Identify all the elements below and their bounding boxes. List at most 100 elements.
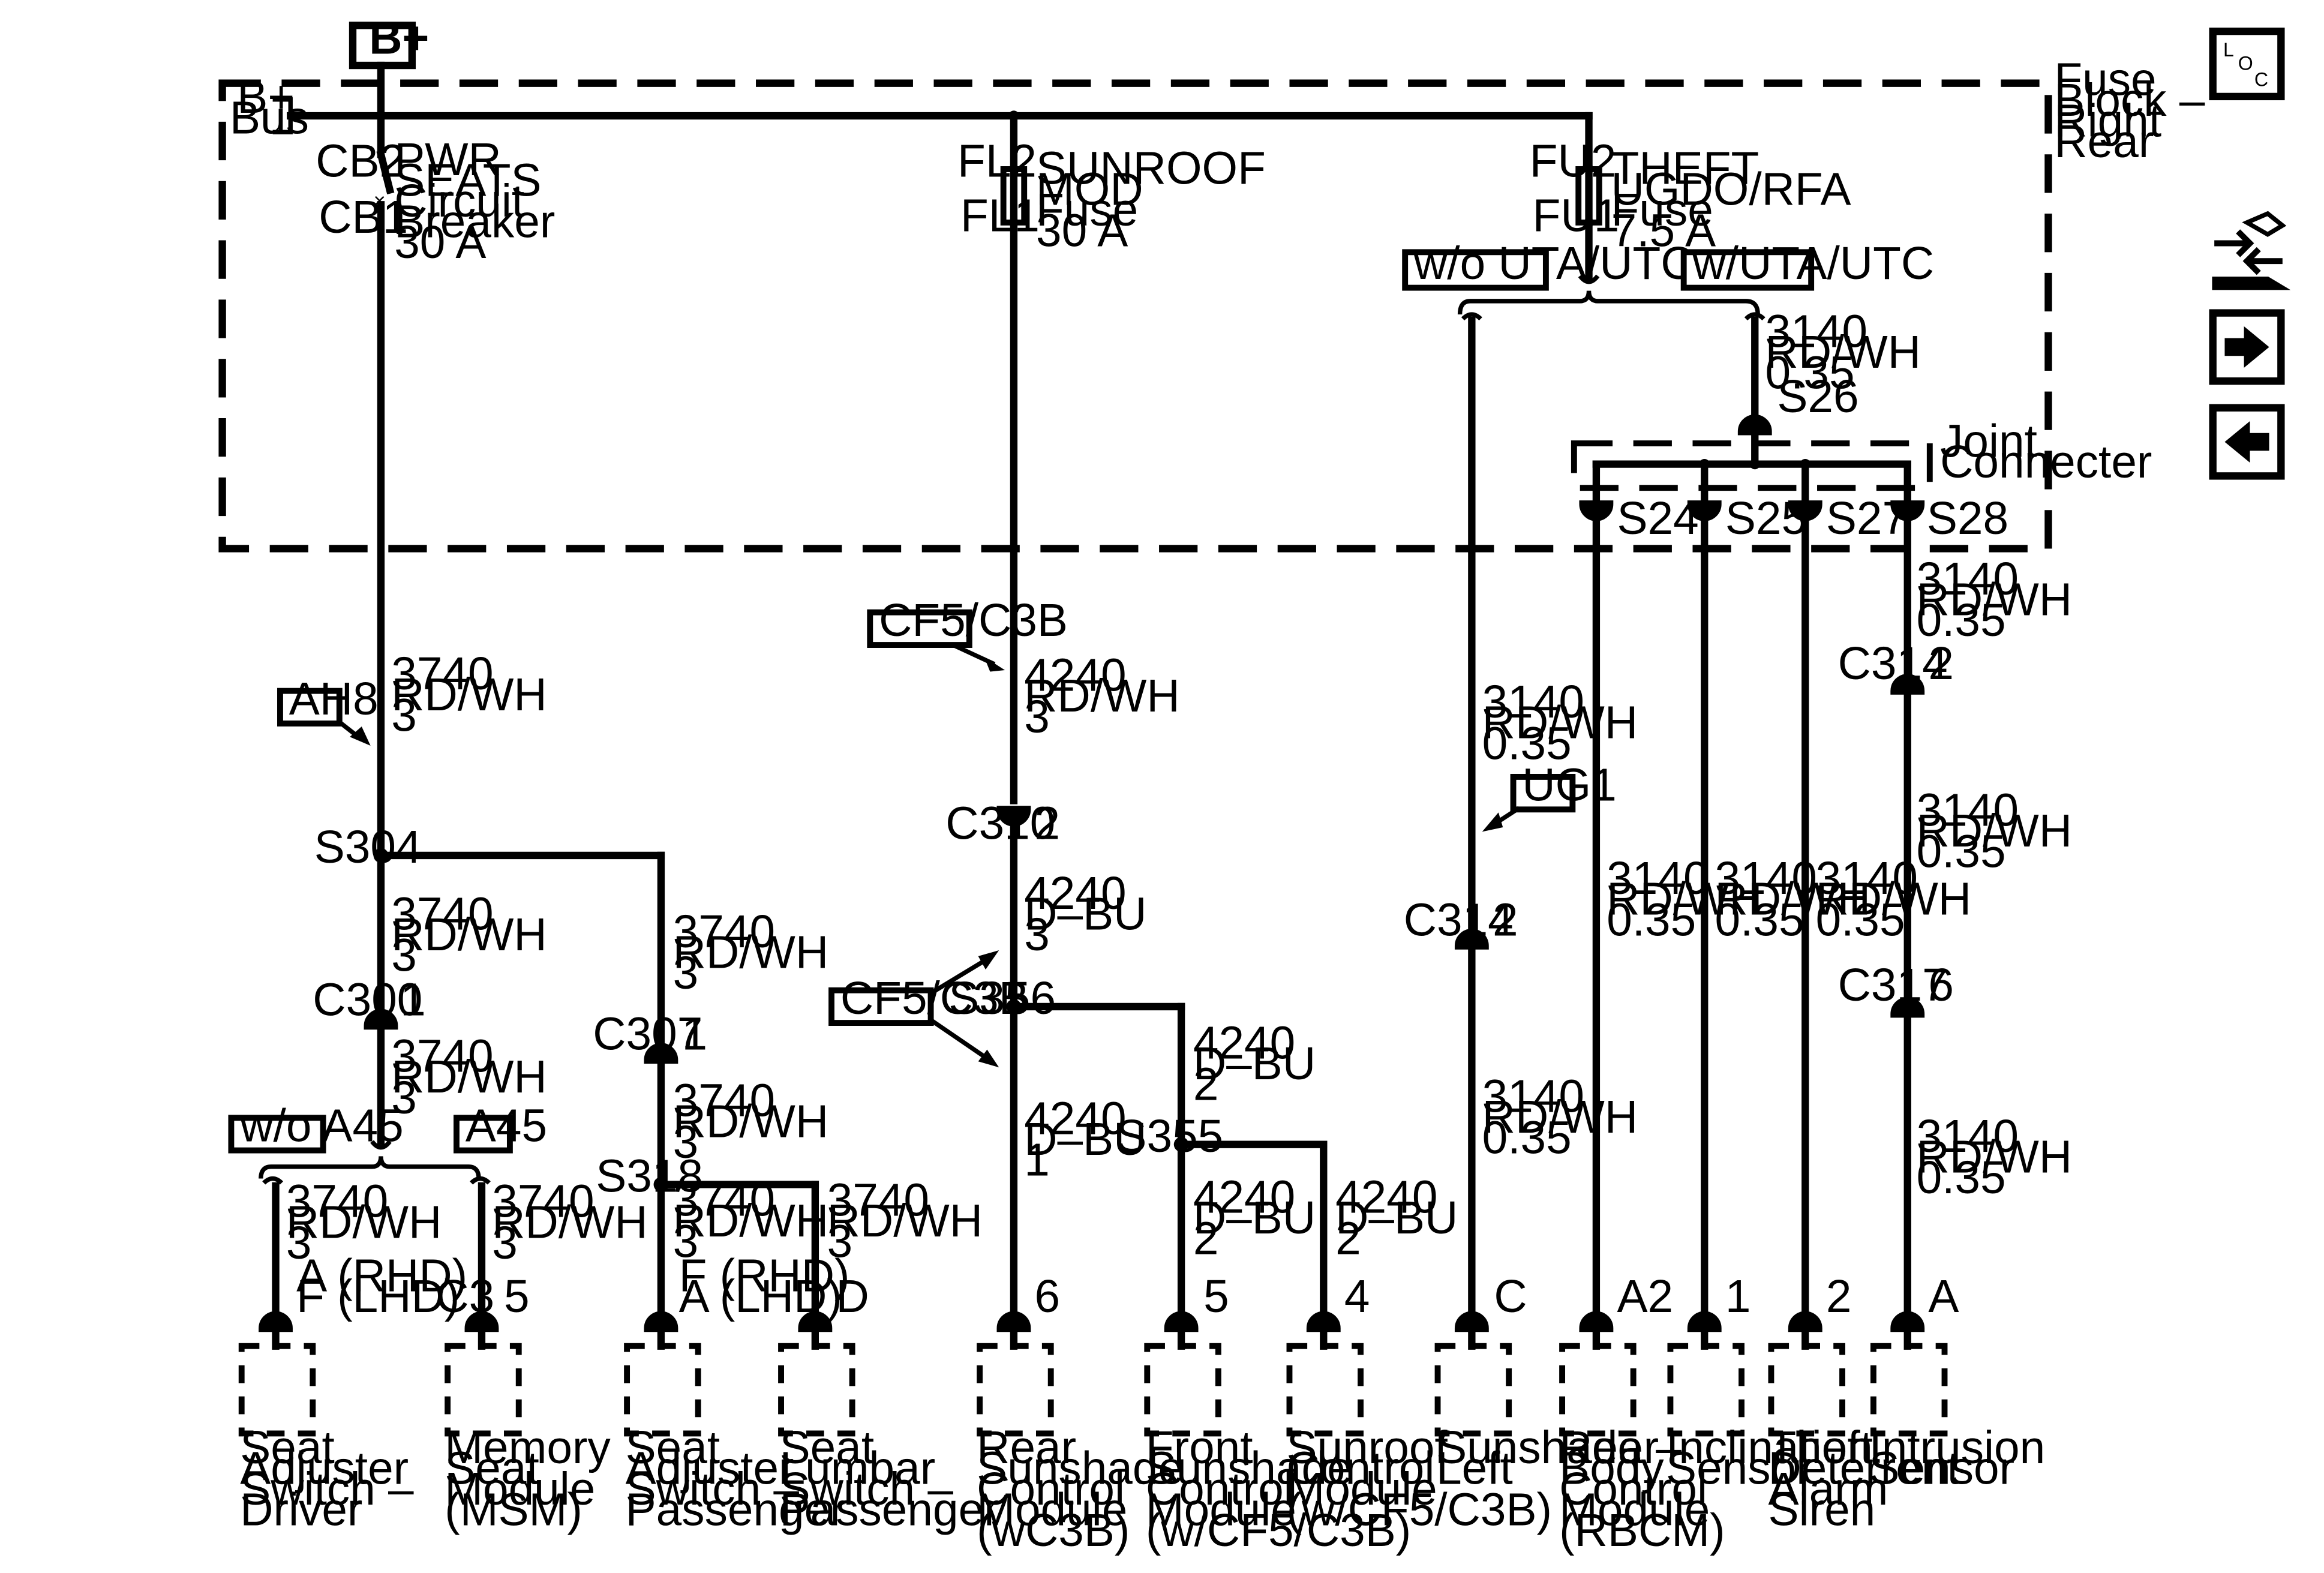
cb2-label: CB2 [316,136,405,187]
svg-text:C314: C314 [1838,638,1948,689]
component-rbcm: RearBodyControlModule(RBCM) [1559,1422,1725,1556]
svg-text:C317: C317 [1838,960,1948,1011]
component-msm: MemorySeatModule(MSM) [445,1422,611,1536]
svg-text:6: 6 [1928,960,1954,1011]
svg-text:2: 2 [1928,638,1954,689]
svg-text:3140RD/WH0.35: 3140RD/WH0.35 [1607,853,1762,945]
fuse-block-label: FuseBlock –RightRear [2054,54,2205,167]
rbcm-connector [1579,1311,1614,1332]
svg-text:C300: C300 [313,975,422,1026]
wire-3140-top: 3140RD/WH0.35 [1765,306,1921,398]
svg-text:3740RD/WH3: 3740RD/WH3 [492,1176,647,1269]
bplus-source-label: B+ [369,13,429,64]
option-w-uta [1680,249,1815,291]
connector-c314-left [1454,929,1489,950]
arrow-left-icon [2224,421,2269,463]
svg-text:1: 1 [682,1009,708,1060]
connector-c307 [644,1043,678,1064]
svg-text:3740RD/WH3: 3740RD/WH3 [673,906,828,999]
svg-text:3740RD/WH3: 3740RD/WH3 [673,1076,828,1168]
svg-text:2: 2 [1826,1271,1852,1322]
seat-driver-connector [259,1311,293,1332]
svg-text:4240D–BU1: 4240D–BU1 [1024,1093,1146,1185]
component-inclination: InclinationSensor [1666,1422,1873,1494]
svg-text:S304: S304 [314,822,422,873]
fu1-label: FU1 [1533,191,1620,242]
svg-text:1: 1 [400,975,426,1026]
sunshade-left-component-box [1434,1343,1512,1437]
inclination-connector [1687,1311,1722,1332]
fu2-label: FU2 [1530,136,1617,187]
front-sunshade-component-box [1144,1343,1221,1437]
svg-text:3740RD/WH3: 3740RD/WH3 [391,1031,547,1124]
joint-connector-boundary [1571,440,1933,491]
s26-label: S26 [1777,371,1858,422]
component-group [238,1311,1948,1437]
fl1-label: FL1 [960,191,1040,242]
svg-text:3140RD/WH0.35: 3140RD/WH0.35 [1715,853,1870,945]
svg-text:C: C [1494,1271,1527,1322]
joint-connector-label: JointConnecter [1940,416,2152,488]
svg-text:A2: A2 [1617,1271,1673,1322]
msm-connector [464,1311,499,1332]
component-rear-sunshade: RearSunshadeControlModule(wC3B) [977,1422,1184,1556]
fl2-label: FL2 [957,136,1037,187]
fl-description: SUNROOFMODFuse30 A [1036,143,1266,257]
svg-text:4240D–BU2: 4240D–BU2 [1335,1172,1458,1264]
siren-connector [1788,1311,1822,1332]
svg-text:CF5/C3B: CF5/C3B [840,973,1029,1024]
intrusion-component-box [1870,1343,1948,1437]
svg-text:5: 5 [504,1271,530,1322]
svg-text:3140RD/WH0.35: 3140RD/WH0.35 [1917,554,2072,646]
svg-text:3140RD/WH0.35: 3140RD/WH0.35 [1816,853,1971,945]
svg-text:C310: C310 [945,798,1055,849]
msm-component-box [445,1343,522,1437]
next-page-button[interactable] [2209,309,2285,385]
rbcm-component-box [1559,1343,1637,1437]
svg-text:O: O [2238,52,2253,74]
svg-text:3140RD/WH0.35: 3140RD/WH0.35 [1482,677,1638,769]
svg-text:1: 1 [1725,1271,1751,1322]
svg-text:A (RHD)F (LHD): A (RHD)F (LHD) [296,1250,467,1322]
svg-text:D: D [836,1271,869,1322]
fu-description: THEFTUGDO/RFAFuse7.5 A [1611,143,1851,257]
component-lumbar: SeatLumbarSwitch –Passenger [780,1422,999,1536]
fuse-block-boundary [218,79,2052,553]
connector-c314-right [1890,674,1925,695]
svg-text:6: 6 [1035,1271,1061,1322]
seat-passenger-connector [644,1311,678,1332]
svg-text:A45: A45 [466,1101,547,1152]
svg-text:A: A [1928,1271,1959,1322]
svg-text:2: 2 [1493,894,1518,945]
connector-c317 [1890,996,1925,1018]
component-seat-driver: SeatAdjusterSwitch –Driver [240,1422,414,1536]
inclination-component-box [1667,1343,1744,1437]
front-sunshade-connector [1164,1311,1199,1332]
svg-text:S355: S355 [1116,1111,1223,1162]
svg-text:4240RD/WH3: 4240RD/WH3 [1024,650,1179,743]
svg-text:3140RD/WH0.35: 3140RD/WH0.35 [1482,1071,1638,1163]
svg-text:3740RD/WH3: 3740RD/WH3 [286,1176,442,1269]
sunshade-left-connector [1454,1311,1489,1332]
component-intrusion: IntrusionSensor [1869,1422,2046,1494]
svg-text:w/UTA/UTC: w/UTA/UTC [1692,238,1934,289]
loc-button[interactable]: L O C [2209,28,2285,101]
svg-text:S24: S24 [1617,493,1698,544]
svg-text:C: C [2254,69,2268,91]
cb1-label: CB1 [319,192,408,243]
svg-text:S318: S318 [596,1151,703,1202]
connector-s26 [1737,414,1772,436]
connector-c300 [364,1008,398,1030]
component-sunshade-left: Sunshade –Left [1436,1422,1682,1494]
svg-text:4240D–BU2: 4240D–BU2 [1193,1172,1316,1264]
svg-text:3740RD/WH3: 3740RD/WH3 [827,1175,983,1267]
svg-text:5: 5 [1203,1271,1229,1322]
seat-passenger-component-box [624,1343,701,1437]
svg-text:3140RD/WH0.35: 3140RD/WH0.35 [1917,785,2072,877]
component-front-sunshade: FrontSunshadeControlModule(w/CF5/C3B) [1146,1422,1412,1556]
option-cf5-top [867,609,972,648]
schematic-tools-icon[interactable] [2212,211,2291,290]
previous-page-button[interactable] [2209,404,2285,480]
